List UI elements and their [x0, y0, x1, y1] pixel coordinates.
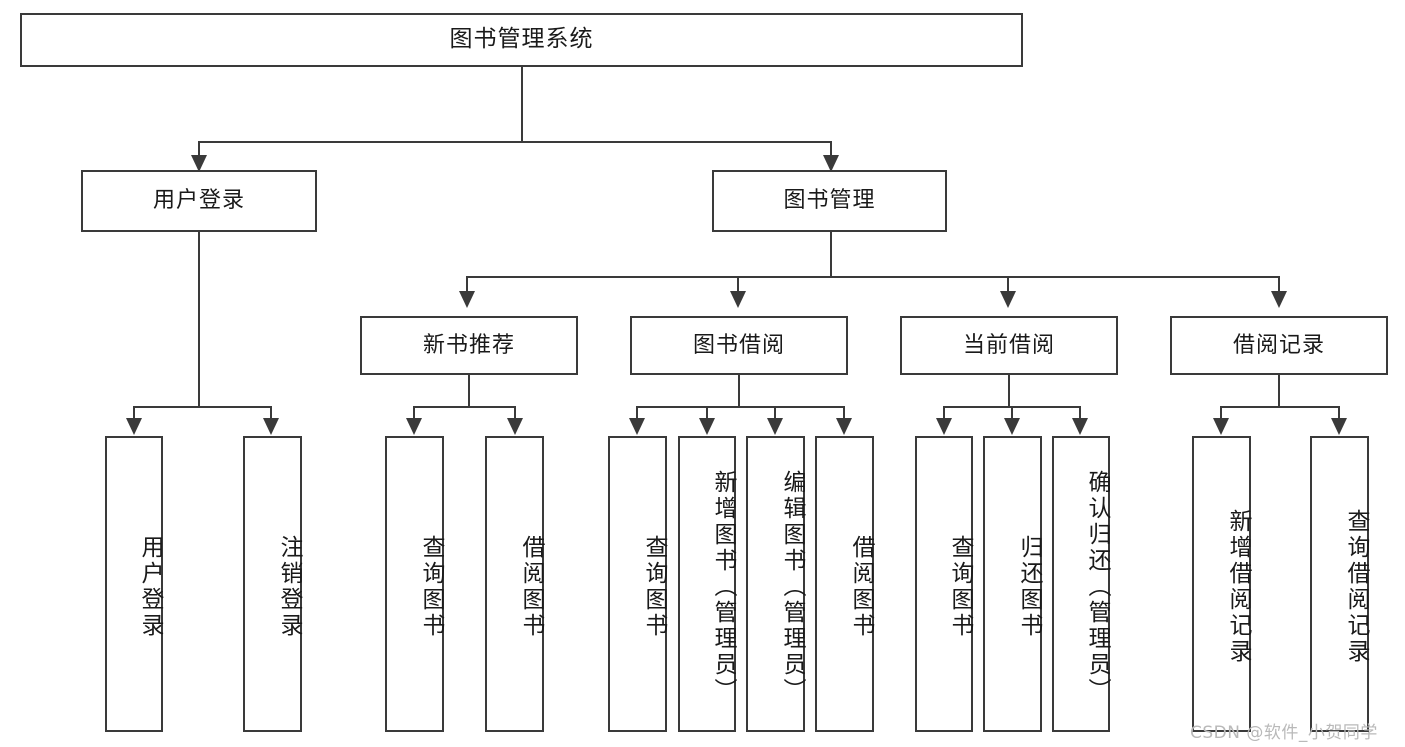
- arrowhead-new-book-to-leaf-1: [406, 418, 422, 435]
- watermark-text: CSDN @软件_小贺同学: [1190, 723, 1378, 743]
- connector-root-to-book-manage: [830, 141, 832, 159]
- connector-new-book-stem: [468, 375, 470, 408]
- node-leaf-confirm-return[interactable]: 确认归还（管理员）: [1052, 436, 1110, 732]
- node-leaf-edit-book[interactable]: 编辑图书（管理员）: [746, 436, 805, 732]
- node-user-login[interactable]: 用户登录: [81, 170, 317, 232]
- node-leaf-query-book-1-label: 查询图书: [418, 535, 444, 639]
- connector-current-borrow-stem: [1008, 375, 1010, 408]
- connector-user-login-to-leaf-1: [133, 406, 135, 422]
- arrowhead-book-manage-to-current-borrow: [1000, 291, 1016, 308]
- arrowhead-book-borrow-to-leaf-1: [629, 418, 645, 435]
- node-book-borrow[interactable]: 图书借阅: [630, 316, 848, 375]
- node-leaf-add-record[interactable]: 新增借阅记录: [1192, 436, 1251, 732]
- connector-book-manage-to-new-book: [466, 276, 468, 296]
- node-leaf-query-book-3-label: 查询图书: [947, 535, 973, 639]
- node-current-borrow-label: 当前借阅: [962, 332, 1055, 358]
- connector-new-book-to-leaf-1: [413, 406, 415, 422]
- connector-user-login-bus: [133, 406, 270, 408]
- connector-current-borrow-to-leaf-3: [1079, 406, 1081, 422]
- node-leaf-query-record-label: 查询借阅记录: [1343, 509, 1369, 665]
- arrowhead-book-borrow-to-leaf-2: [699, 418, 715, 435]
- connector-book-manage-bus: [466, 276, 1280, 278]
- node-book-manage-label: 图书管理: [783, 188, 876, 214]
- node-root-label: 图书管理系统: [449, 26, 594, 53]
- node-leaf-user-logout[interactable]: 注销登录: [243, 436, 302, 732]
- node-borrow-record-label: 借阅记录: [1232, 332, 1325, 358]
- connector-book-manage-to-book-borrow: [737, 276, 739, 296]
- node-leaf-return-book[interactable]: 归还图书: [983, 436, 1042, 732]
- node-leaf-borrow-book-1[interactable]: 借阅图书: [485, 436, 544, 732]
- connector-borrow-record-stem: [1278, 375, 1280, 408]
- node-leaf-query-book-1[interactable]: 查询图书: [385, 436, 444, 732]
- connector-borrow-record-to-leaf-1: [1220, 406, 1222, 422]
- arrowhead-user-login-to-leaf-2: [263, 418, 279, 435]
- arrowhead-new-book-to-leaf-2: [507, 418, 523, 435]
- arrowhead-current-borrow-to-leaf-2: [1004, 418, 1020, 435]
- node-new-book-recommend[interactable]: 新书推荐: [360, 316, 578, 375]
- connector-book-manage-to-borrow-record: [1278, 276, 1280, 296]
- node-leaf-return-book-label: 归还图书: [1016, 535, 1042, 639]
- node-leaf-user-login[interactable]: 用户登录: [105, 436, 163, 732]
- connector-book-borrow-to-leaf-1: [636, 406, 638, 422]
- node-leaf-borrow-book-2-label: 借阅图书: [848, 535, 874, 639]
- connector-new-book-bus: [413, 406, 515, 408]
- node-leaf-user-login-label: 用户登录: [137, 535, 163, 639]
- node-leaf-confirm-return-label: 确认归还（管理员）: [1084, 470, 1110, 704]
- connector-root-bus: [198, 141, 832, 143]
- arrowhead-book-borrow-to-leaf-3: [767, 418, 783, 435]
- connector-current-borrow-to-leaf-2: [1011, 406, 1013, 422]
- arrowhead-book-borrow-to-leaf-4: [836, 418, 852, 435]
- node-user-login-label: 用户登录: [152, 188, 245, 214]
- arrowhead-book-manage-to-new-book: [459, 291, 475, 308]
- node-leaf-query-book-2-label: 查询图书: [641, 535, 667, 639]
- arrowhead-root-to-user-login: [191, 155, 207, 172]
- connector-borrow-record-bus: [1220, 406, 1339, 408]
- arrowhead-current-borrow-to-leaf-1: [936, 418, 952, 435]
- connector-book-manage-to-current-borrow: [1007, 276, 1009, 296]
- connector-current-borrow-to-leaf-1: [943, 406, 945, 422]
- connector-book-borrow-bus: [636, 406, 844, 408]
- node-leaf-borrow-book-2[interactable]: 借阅图书: [815, 436, 874, 732]
- connector-user-login-stem: [198, 232, 200, 407]
- connector-new-book-to-leaf-2: [514, 406, 516, 422]
- arrowhead-root-to-book-manage: [823, 155, 839, 172]
- node-leaf-add-book-label: 新增图书（管理员）: [710, 470, 736, 704]
- node-leaf-query-book-3[interactable]: 查询图书: [915, 436, 973, 732]
- arrowhead-current-borrow-to-leaf-3: [1072, 418, 1088, 435]
- node-leaf-user-logout-label: 注销登录: [276, 535, 302, 639]
- arrowhead-book-manage-to-borrow-record: [1271, 291, 1287, 308]
- arrowhead-book-manage-to-book-borrow: [730, 291, 746, 308]
- node-book-borrow-label: 图书借阅: [692, 332, 785, 358]
- node-leaf-borrow-book-1-label: 借阅图书: [518, 535, 544, 639]
- node-leaf-edit-book-label: 编辑图书（管理员）: [779, 470, 805, 704]
- connector-book-manage-stem: [830, 232, 832, 277]
- node-borrow-record[interactable]: 借阅记录: [1170, 316, 1388, 375]
- arrowhead-borrow-record-to-leaf-2: [1331, 418, 1347, 435]
- node-root[interactable]: 图书管理系统: [20, 13, 1023, 67]
- arrowhead-borrow-record-to-leaf-1: [1213, 418, 1229, 435]
- node-leaf-query-record[interactable]: 查询借阅记录: [1310, 436, 1369, 732]
- node-current-borrow[interactable]: 当前借阅: [900, 316, 1118, 375]
- node-leaf-add-record-label: 新增借阅记录: [1225, 509, 1251, 665]
- connector-book-borrow-to-leaf-3: [774, 406, 776, 422]
- connector-borrow-record-to-leaf-2: [1338, 406, 1340, 422]
- node-leaf-add-book[interactable]: 新增图书（管理员）: [678, 436, 736, 732]
- node-leaf-query-book-2[interactable]: 查询图书: [608, 436, 667, 732]
- node-book-manage[interactable]: 图书管理: [712, 170, 947, 232]
- connector-book-borrow-to-leaf-2: [706, 406, 708, 422]
- connector-book-borrow-stem: [738, 375, 740, 408]
- connector-root-to-user-login: [198, 141, 200, 159]
- connector-book-borrow-to-leaf-4: [843, 406, 845, 422]
- arrowhead-user-login-to-leaf-1: [126, 418, 142, 435]
- node-new-book-recommend-label: 新书推荐: [422, 332, 515, 358]
- connector-root-stem: [521, 67, 523, 142]
- connector-user-login-to-leaf-2: [270, 406, 272, 422]
